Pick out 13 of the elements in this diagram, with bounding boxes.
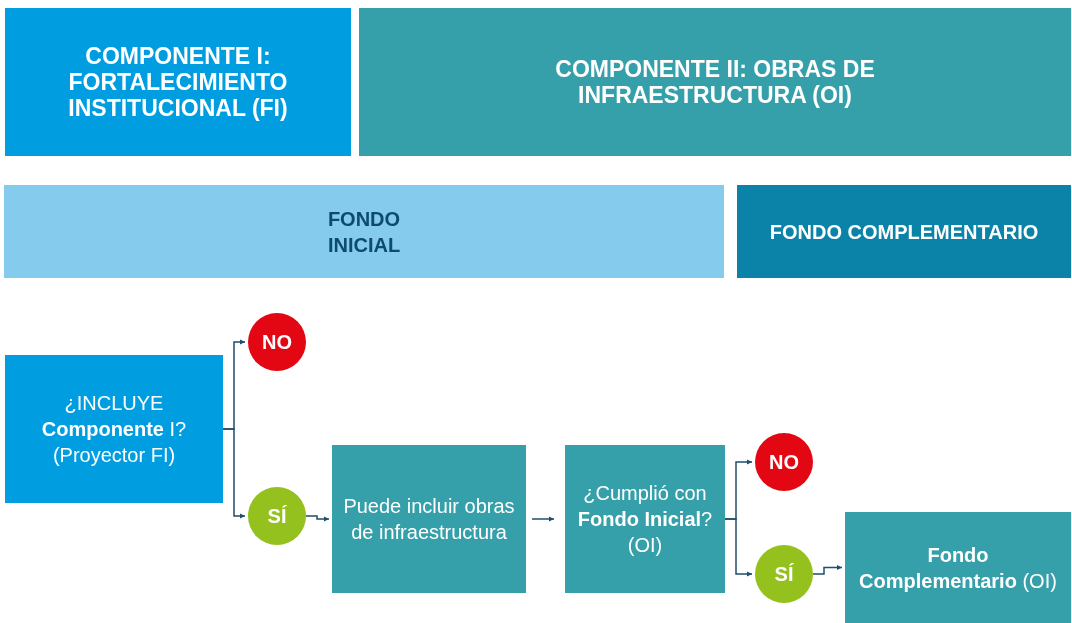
component-header: COMPONENTE II: OBRAS DE INFRAESTRUCTURA (OI): [359, 8, 1071, 156]
arrow: [222, 428, 246, 519]
arrow: [812, 565, 843, 575]
fund-band: FONDO COMPLEMENTARIO: [737, 185, 1071, 278]
arrow: [531, 516, 555, 522]
decision-box: ¿INCLUYE Componente I? (Proyector FI): [5, 355, 223, 503]
arrow: [305, 515, 330, 522]
decision-box: ¿Cumplió con Fondo Inicial? (OI): [565, 445, 725, 593]
result-box: Fondo Complementario (OI): [845, 512, 1071, 623]
fund-band: FONDO INICIAL: [4, 185, 724, 278]
arrow: [724, 518, 753, 577]
process-box: Puede incluir obras de infraestructura: [332, 445, 526, 593]
component-header: COMPONENTE I: FORTALECIMIENTO INSTITUCIONAL (FI): [5, 8, 351, 156]
